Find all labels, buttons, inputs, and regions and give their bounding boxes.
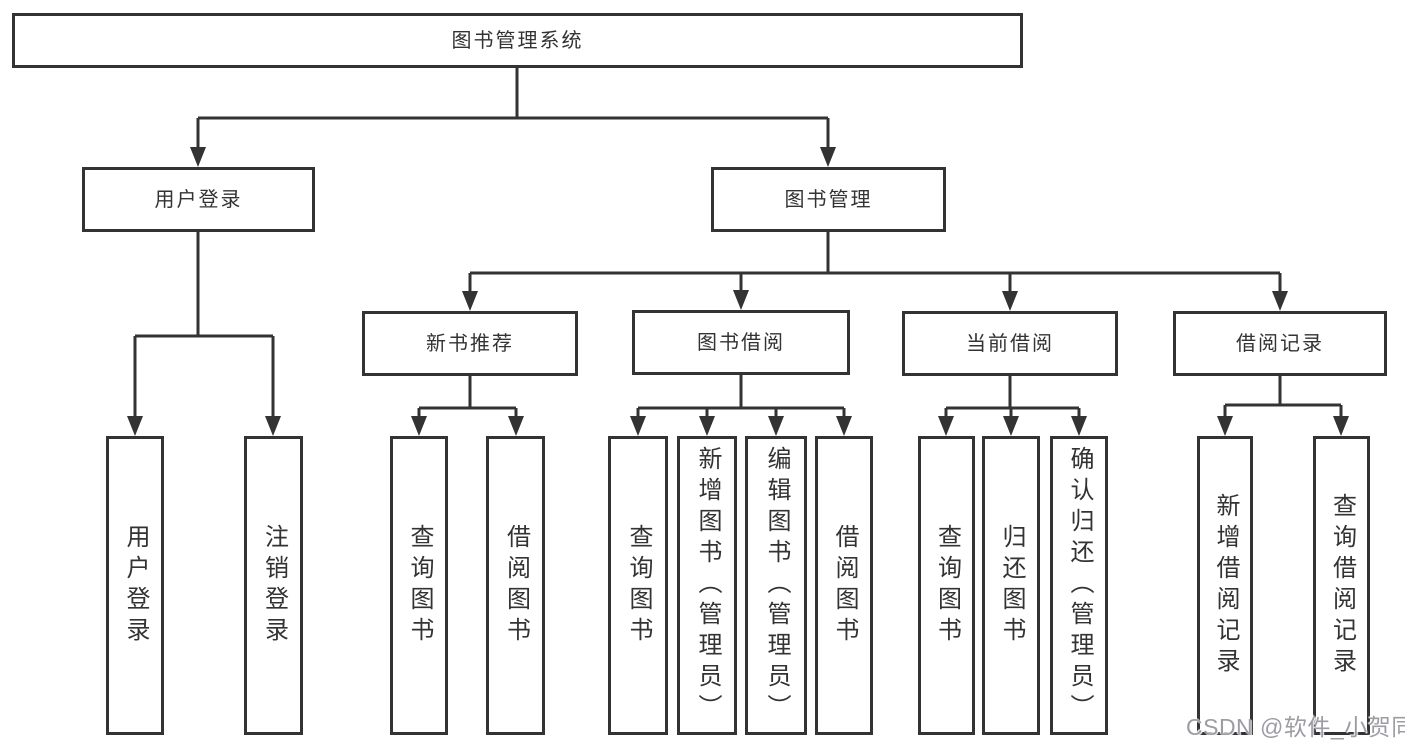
edge-bookmgmt-to-level3	[462, 232, 1288, 311]
edge-bookborrow-to-children	[630, 375, 852, 436]
node-user-login-leaf: 用户登录	[106, 436, 164, 735]
node-query-books-borrow: 查询图书	[608, 436, 668, 735]
node-query-books-current: 查询图书	[918, 436, 975, 735]
node-borrow-books: 借阅图书	[815, 436, 873, 735]
node-current-borrowing: 当前借阅	[902, 311, 1118, 376]
node-book-management: 图书管理	[711, 167, 946, 232]
edge-currentborrow-to-children	[938, 376, 1087, 436]
node-library-management-system: 图书管理系统	[12, 13, 1023, 68]
node-add-books-admin: 新增图书（管理员）	[677, 436, 737, 735]
edge-userlogin-to-children	[127, 232, 281, 436]
node-user-login: 用户登录	[82, 167, 315, 232]
node-edit-books-admin: 编辑图书（管理员）	[745, 436, 807, 735]
node-return-books: 归还图书	[982, 436, 1040, 735]
csdn-watermark: CSDN @软件_小贺同学	[1186, 714, 1405, 740]
edge-borrowrecords-to-children	[1217, 376, 1349, 436]
node-logout: 注销登录	[244, 436, 303, 735]
node-new-book-recommendation: 新书推荐	[362, 311, 578, 376]
edge-newbookrec-to-children	[411, 376, 524, 436]
edge-root-to-level2	[190, 68, 836, 167]
node-book-borrowing: 图书借阅	[632, 310, 850, 375]
node-borrowing-records: 借阅记录	[1173, 311, 1387, 376]
node-add-borrow-record: 新增借阅记录	[1197, 436, 1253, 735]
node-borrow-books-rec: 借阅图书	[486, 436, 545, 735]
node-query-books-rec: 查询图书	[390, 436, 448, 735]
node-query-borrow-record: 查询借阅记录	[1313, 436, 1370, 735]
node-confirm-return-admin: 确认归还（管理员）	[1050, 436, 1108, 735]
